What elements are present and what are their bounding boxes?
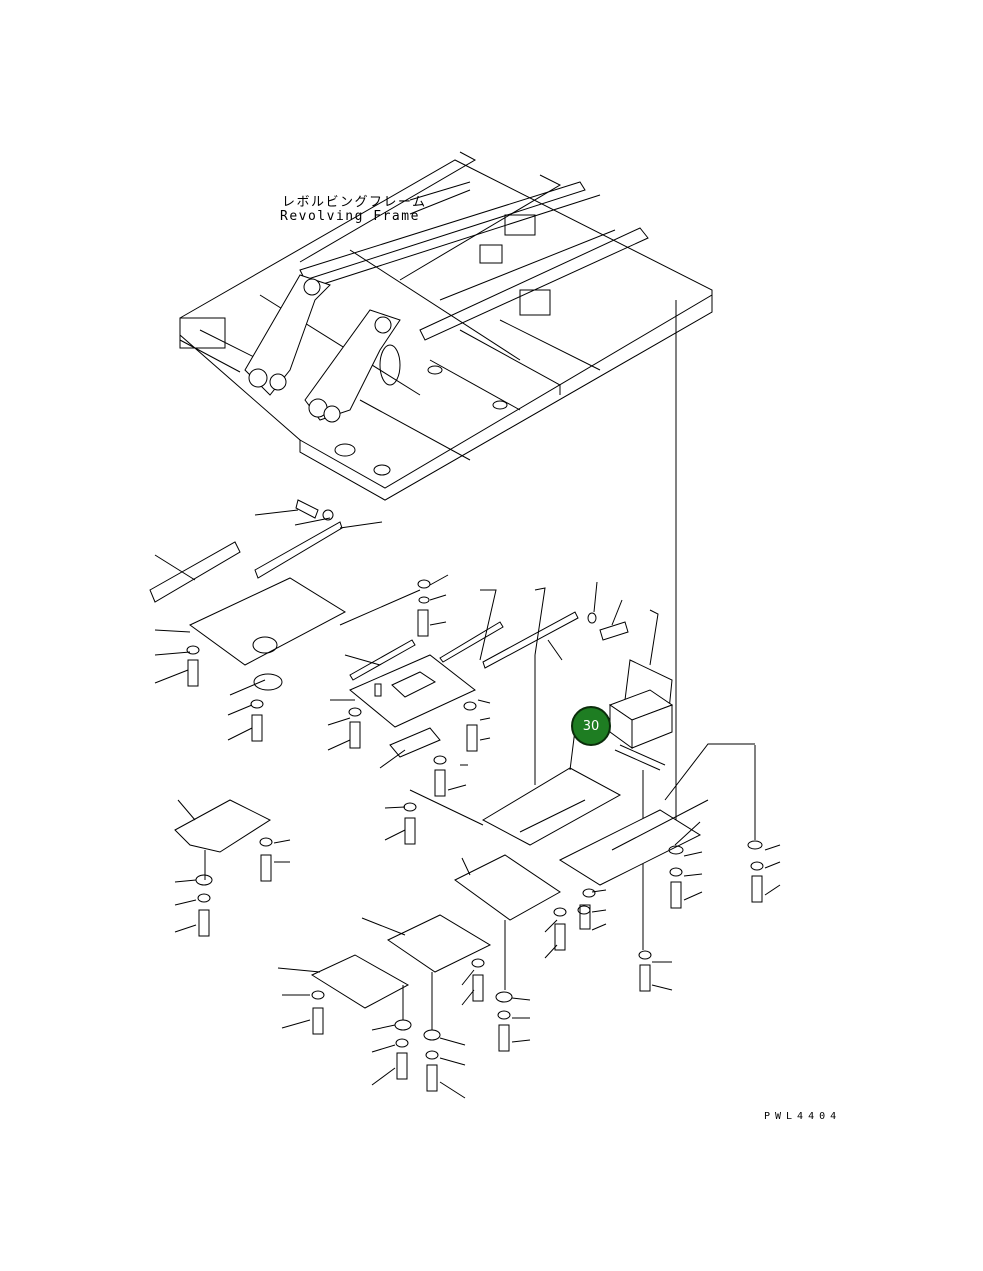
upper-right-fasteners [547,581,629,661]
part-callout-number: 30 [582,718,600,734]
right-plate-group [558,743,781,992]
drawing-code: PWL4404 [764,1111,842,1122]
middle-plate-group [384,729,622,846]
center-cover-group [327,574,579,797]
tool-box-drawing [608,609,674,771]
left-cover-group [149,499,383,742]
lower-left-plate-group [174,799,291,937]
frame-title-japanese: レボルビングフレーム [282,195,427,210]
title-leader-lines [409,181,471,215]
lower-center-plate-group [277,854,567,1099]
frame-title-english: Revolving Frame [280,209,420,224]
part-callout-badge[interactable]: 30 [571,706,611,746]
revolving-frame-drawing [179,151,713,501]
